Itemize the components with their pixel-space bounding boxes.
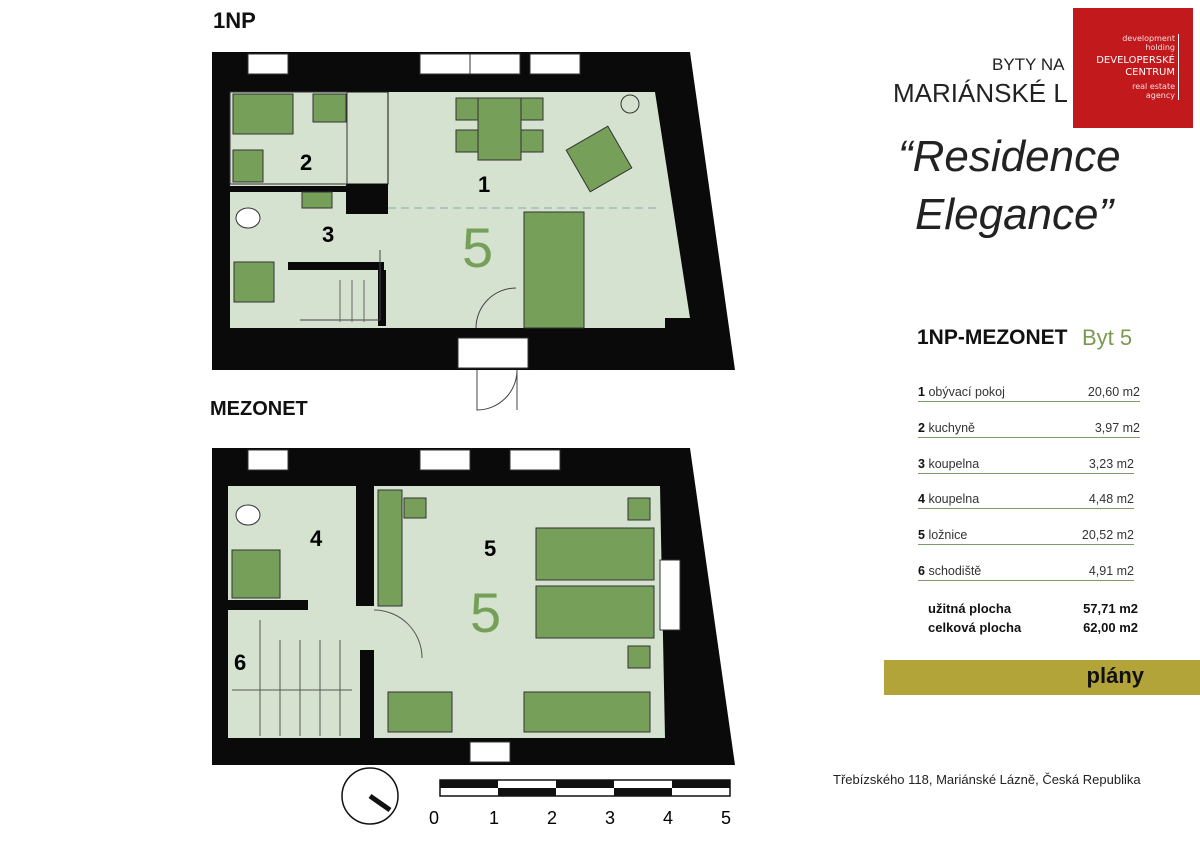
scale-tick: 5 <box>721 808 732 828</box>
room-number: 6 <box>234 650 247 675</box>
apartment-number: 5 <box>470 581 502 644</box>
scale-tick: 1 <box>489 808 500 828</box>
mezonet-label: MEZONET <box>210 398 308 420</box>
scale-tick: 2 <box>547 808 558 828</box>
room-number: 4 <box>310 526 323 551</box>
scale-bar <box>439 779 731 797</box>
header-line2: MARIÁNSKÉ L <box>893 78 1068 108</box>
scale-tick: 4 <box>663 808 674 828</box>
room-number: 2 <box>300 150 313 175</box>
title-line1: “Residence <box>898 132 1121 181</box>
ground-floor-plan <box>212 52 735 411</box>
plans-section-bar: plány <box>884 660 1200 695</box>
mezonet-plan <box>212 448 735 765</box>
apartment-type: 1NP-MEZONET <box>917 326 1068 349</box>
scale-tick: 3 <box>605 808 616 828</box>
scale-tick: 0 <box>429 808 440 828</box>
room-number: 3 <box>322 222 335 247</box>
room-number: 5 <box>484 536 497 561</box>
header-line1: BYTY NA <box>992 55 1065 74</box>
address: Třebízského 118, Mariánské Lázně, Česká … <box>833 772 1141 787</box>
apartment-name: Byt 5 <box>1082 325 1133 350</box>
title-line2: Elegance” <box>915 190 1114 239</box>
apartment-number: 5 <box>462 216 494 279</box>
ground-floor-label: 1NP <box>213 8 256 33</box>
room-number: 1 <box>478 172 491 197</box>
plans-section-label: plány <box>1086 663 1144 688</box>
north-arrow-icon <box>341 767 399 825</box>
